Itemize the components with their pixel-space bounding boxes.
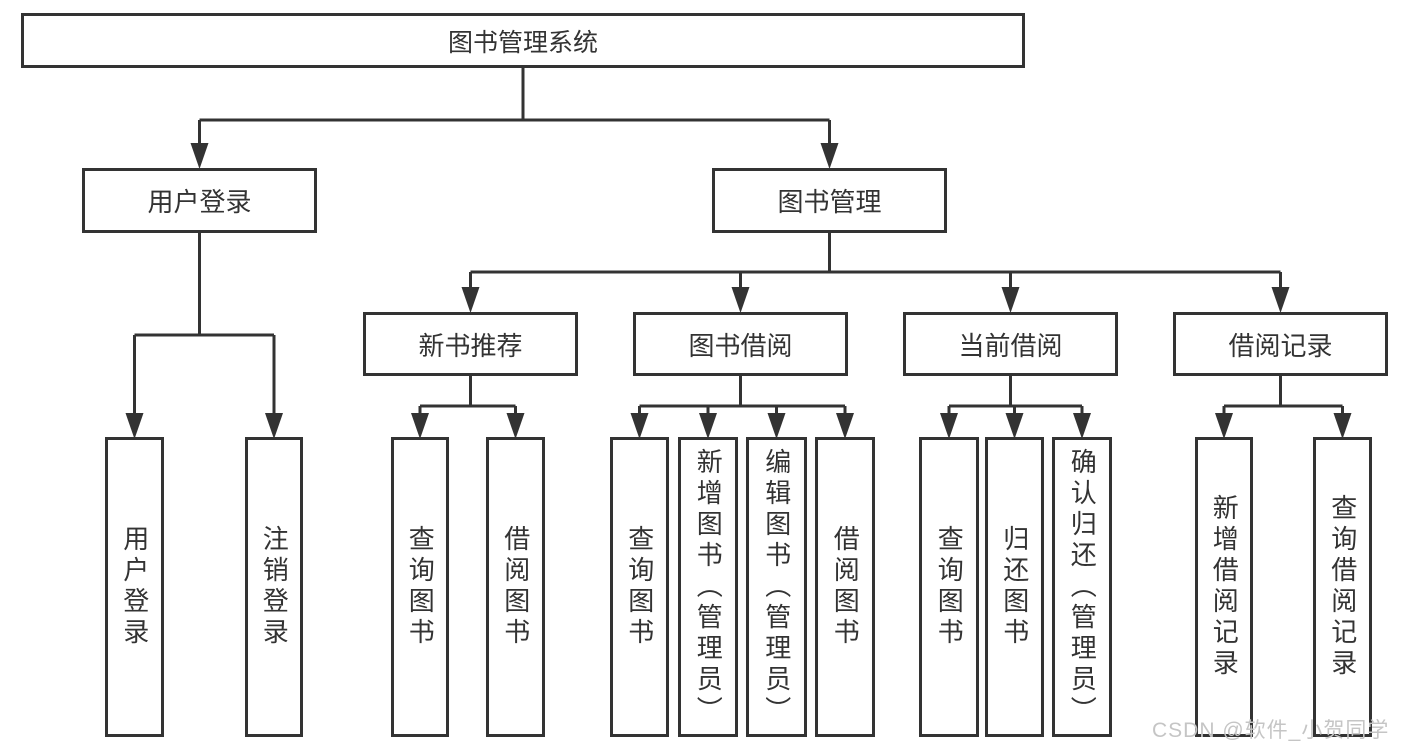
node-label: 图书管理	[777, 187, 882, 217]
node-user-login: 用户登录	[82, 168, 317, 233]
node-label: 当前借阅	[958, 330, 1063, 361]
node-label: 图书借阅	[688, 330, 793, 361]
leaf-label: 新增图书（管理员）	[693, 447, 724, 727]
node-label: 用户登录	[147, 187, 252, 217]
leaf-logout: 注销登录	[245, 437, 303, 737]
leaf-label: 用户登录	[119, 525, 150, 649]
leaf-add-book-admin: 新增图书（管理员）	[678, 437, 738, 737]
node-label: 借阅记录	[1228, 330, 1333, 361]
leaf-label: 新增借阅记录	[1209, 494, 1240, 680]
leaf-label: 查询图书	[405, 525, 436, 649]
leaf-label: 借阅图书	[500, 525, 531, 649]
leaf-query-books-borrow: 查询图书	[610, 437, 669, 737]
node-book-management: 图书管理	[712, 168, 947, 233]
node-book-borrow: 图书借阅	[633, 312, 848, 376]
leaf-query-books-recommend: 查询图书	[391, 437, 449, 737]
leaf-label: 注销登录	[259, 525, 290, 649]
arrowhead-icons	[125, 143, 1352, 439]
node-current-borrow: 当前借阅	[903, 312, 1118, 376]
leaf-query-books-current: 查询图书	[919, 437, 979, 737]
node-library-management-system: 图书管理系统	[21, 13, 1025, 68]
csdn-watermark: CSDN @软件_小贺同学	[1152, 719, 1390, 742]
node-label: 图书管理系统	[447, 28, 598, 57]
leaf-user-login: 用户登录	[105, 437, 164, 737]
leaf-edit-book-admin: 编辑图书（管理员）	[746, 437, 807, 737]
leaf-add-borrow-record: 新增借阅记录	[1195, 437, 1253, 737]
leaf-borrow-books-recommend: 借阅图书	[486, 437, 545, 737]
leaf-confirm-return-admin: 确认归还（管理员）	[1052, 437, 1112, 737]
leaf-label: 查询图书	[934, 525, 965, 649]
node-label: 新书推荐	[418, 330, 523, 361]
leaf-label: 确认归还（管理员）	[1067, 447, 1098, 727]
leaf-label: 编辑图书（管理员）	[761, 447, 792, 727]
leaf-label: 查询图书	[624, 525, 655, 649]
leaf-query-borrow-record: 查询借阅记录	[1313, 437, 1372, 737]
node-borrow-records: 借阅记录	[1173, 312, 1388, 376]
leaf-borrow-books: 借阅图书	[815, 437, 875, 737]
leaf-label: 查询借阅记录	[1327, 494, 1358, 680]
node-new-book-recommend: 新书推荐	[363, 312, 578, 376]
leaf-return-book: 归还图书	[985, 437, 1044, 737]
leaf-label: 借阅图书	[830, 525, 861, 649]
leaf-label: 归还图书	[999, 525, 1030, 649]
